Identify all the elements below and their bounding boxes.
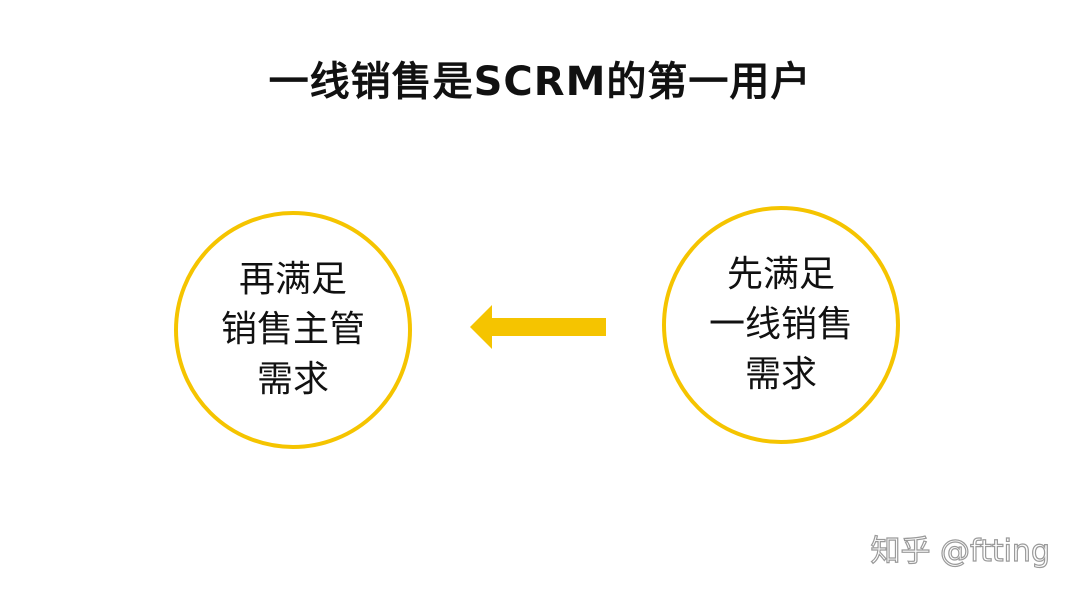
watermark: 知乎 @ftting bbox=[870, 533, 1051, 569]
left-circle-line-1: 再满足 bbox=[238, 259, 347, 300]
diagram-title: 一线销售是SCRM的第一用户 bbox=[268, 59, 812, 105]
right-circle-line-2: 一线销售 bbox=[708, 304, 853, 345]
left-circle-line-2: 销售主管 bbox=[220, 309, 365, 350]
arrow-shape bbox=[470, 305, 606, 349]
right-circle: 先满足 一线销售 需求 bbox=[662, 206, 900, 444]
right-circle-line-1: 先满足 bbox=[726, 254, 835, 295]
right-circle-line-3: 需求 bbox=[744, 354, 817, 395]
left-arrow-icon bbox=[470, 305, 606, 349]
left-circle: 再满足 销售主管 需求 bbox=[174, 211, 412, 449]
left-circle-line-3: 需求 bbox=[256, 359, 329, 400]
